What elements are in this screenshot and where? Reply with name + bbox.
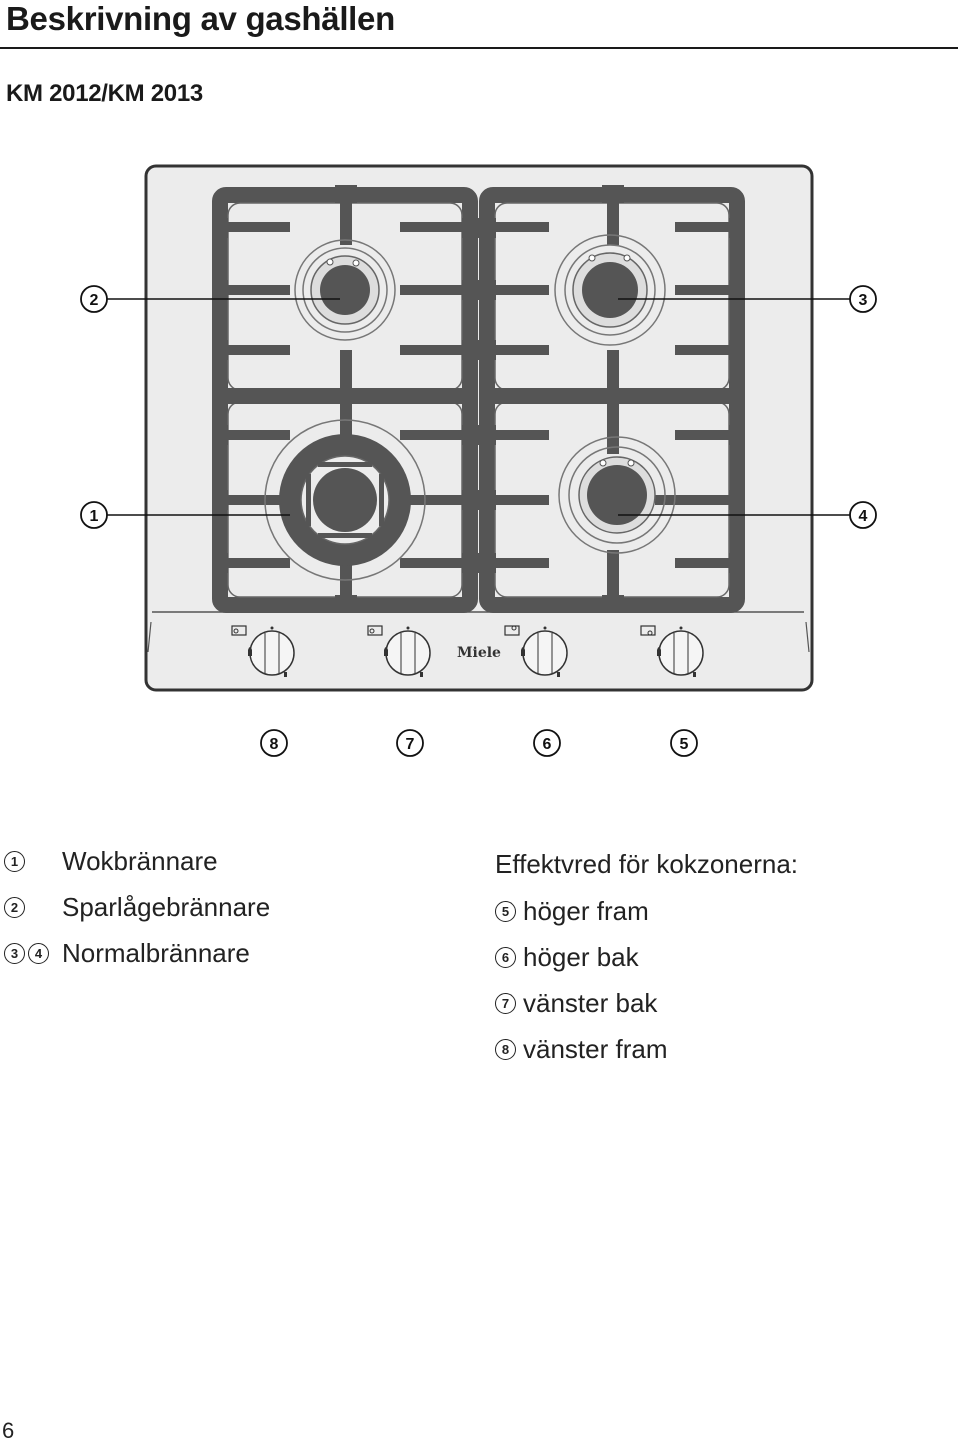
legend-label: Sparlågebrännare bbox=[62, 891, 271, 922]
callout-1: 1 bbox=[80, 501, 108, 529]
marker-3: 3 bbox=[4, 942, 25, 964]
marker-2: 2 bbox=[4, 896, 25, 918]
marker-4: 4 bbox=[28, 942, 49, 964]
legend-label: Wokbrännare bbox=[62, 845, 218, 876]
svg-text:2: 2 bbox=[90, 292, 99, 309]
callout-4: 4 bbox=[849, 501, 877, 529]
legend-controls: Effektvred för kokzonerna: 5 höger fram … bbox=[495, 840, 798, 1072]
burner-normal-rear bbox=[554, 234, 666, 346]
legend-item: 2 Sparlågebrännare bbox=[4, 884, 270, 930]
page-title: Beskrivning av gashällen bbox=[6, 0, 395, 37]
callout-6: 6 bbox=[533, 729, 561, 757]
control-knob-7 bbox=[367, 625, 431, 677]
legend-item: 5 höger fram bbox=[495, 888, 798, 934]
legend-label: höger bak bbox=[523, 941, 639, 972]
callout-2: 2 bbox=[80, 285, 108, 313]
legend-item: 6 höger bak bbox=[495, 934, 798, 980]
burner-wok bbox=[264, 419, 426, 581]
svg-text:4: 4 bbox=[859, 508, 868, 525]
callout-8: 8 bbox=[260, 729, 288, 757]
svg-text:3: 3 bbox=[859, 292, 868, 309]
svg-text:5: 5 bbox=[680, 736, 689, 753]
legend-label: höger fram bbox=[523, 895, 649, 926]
svg-text:6: 6 bbox=[543, 736, 552, 753]
page-number: 6 bbox=[2, 1418, 15, 1443]
callout-7: 7 bbox=[396, 729, 424, 757]
marker-8: 8 bbox=[495, 1038, 516, 1060]
burner-auxiliary bbox=[294, 239, 396, 341]
legend-item: 8 vänster fram bbox=[495, 1026, 798, 1072]
legend-label: vänster fram bbox=[523, 1033, 668, 1064]
model-subtitle: KM 2012/KM 2013 bbox=[6, 80, 203, 107]
control-knob-5 bbox=[640, 625, 704, 677]
title-rule bbox=[0, 47, 958, 49]
control-knob-8 bbox=[231, 625, 295, 677]
marker-1: 1 bbox=[4, 850, 25, 872]
cooktop-diagram: Miele 2 3 1 4 8 7 6 5 bbox=[80, 164, 877, 757]
legend-heading: Effektvred för kokzonerna: bbox=[495, 848, 799, 879]
brand-logo: Miele bbox=[457, 645, 501, 661]
burner-normal-front bbox=[558, 436, 676, 554]
legend-item: 1 Wokbrännare bbox=[4, 838, 218, 884]
svg-text:1: 1 bbox=[90, 508, 99, 525]
callout-3: 3 bbox=[849, 285, 877, 313]
legend-item: 3 4 Normalbrännare bbox=[4, 930, 250, 976]
marker-5: 5 bbox=[495, 900, 516, 922]
svg-text:7: 7 bbox=[406, 736, 415, 753]
callout-5: 5 bbox=[670, 729, 698, 757]
marker-6: 6 bbox=[495, 946, 516, 968]
svg-text:8: 8 bbox=[270, 736, 279, 753]
control-knob-6 bbox=[504, 625, 568, 677]
legend-item: 7 vänster bak bbox=[495, 980, 798, 1026]
legend-label: vänster bak bbox=[523, 987, 658, 1018]
legend-label: Normalbrännare bbox=[62, 937, 250, 968]
legend-burners: 1 Wokbrännare 2 Sparlågebrännare 3 4 Nor… bbox=[4, 838, 270, 976]
marker-7: 7 bbox=[495, 992, 516, 1014]
